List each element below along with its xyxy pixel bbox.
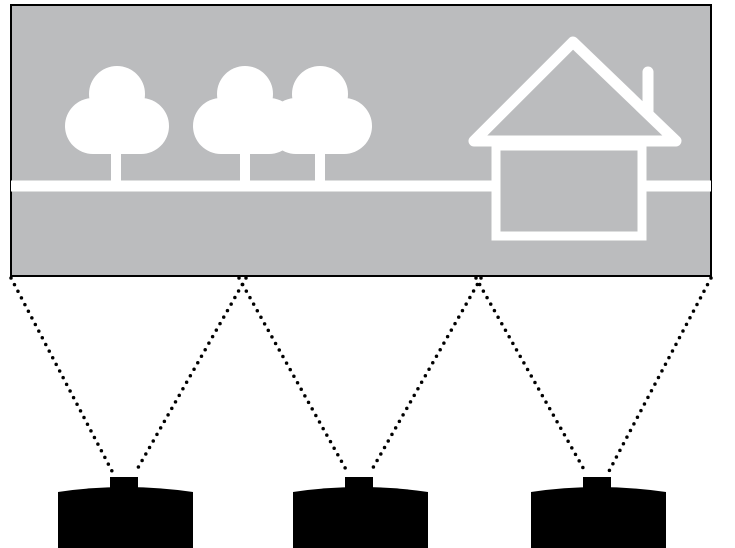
projector-icon (531, 477, 666, 548)
projector-body (293, 487, 428, 548)
projector-body (58, 487, 193, 548)
projector-body (531, 487, 666, 548)
projection-beam-line (370, 278, 481, 473)
projection-beam-line (135, 278, 246, 473)
projection-beams (11, 278, 711, 473)
projection-beam-line (476, 278, 586, 473)
projection-beam-line (11, 278, 113, 473)
projector-icon (293, 477, 428, 548)
projection-beam-line (239, 278, 348, 473)
projection-screen (11, 5, 711, 276)
projector-icon (58, 477, 193, 548)
projection-beam-line (608, 278, 711, 473)
projectors-group (58, 477, 666, 548)
